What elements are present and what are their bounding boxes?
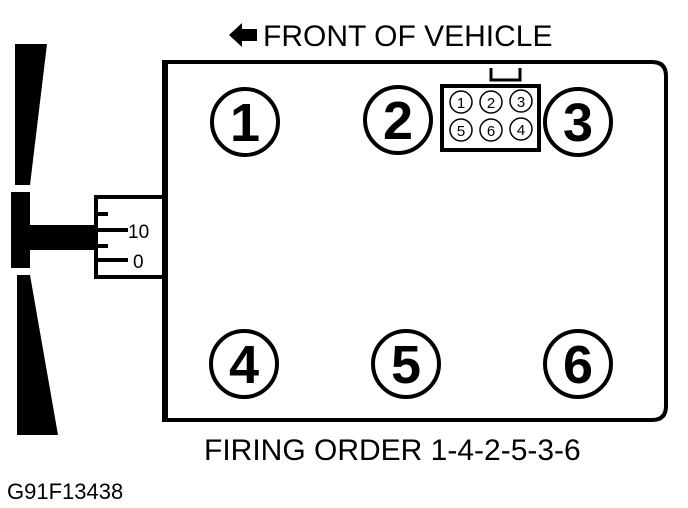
svg-text:5: 5 xyxy=(457,123,465,140)
coil-terminal-1: 1 xyxy=(449,90,473,114)
cylinder-1: 1 xyxy=(210,87,280,157)
fan-blade xyxy=(11,44,100,435)
coil-terminal-6: 6 xyxy=(479,118,503,142)
firing-order-label: FIRING ORDER 1-4-2-5-3-6 xyxy=(204,434,581,467)
svg-text:1: 1 xyxy=(457,95,465,112)
coil-terminal-3: 3 xyxy=(509,89,533,113)
svg-text:3: 3 xyxy=(517,94,525,111)
coil-terminal-5: 5 xyxy=(449,118,473,142)
coil-pack: 1 2 3 5 6 4 xyxy=(440,68,541,152)
svg-text:4: 4 xyxy=(517,122,525,139)
cylinder-3: 3 xyxy=(543,87,613,157)
svg-text:4: 4 xyxy=(229,335,259,395)
cylinder-6: 6 xyxy=(543,329,613,399)
direction-label: FRONT OF VEHICLE xyxy=(263,20,552,53)
svg-text:6: 6 xyxy=(563,335,593,395)
svg-text:6: 6 xyxy=(487,123,495,140)
arrow-left-icon xyxy=(229,23,257,47)
cylinder-5: 5 xyxy=(371,329,441,399)
timing-mark-0: 0 xyxy=(133,252,144,273)
timing-mark-10: 10 xyxy=(128,222,149,243)
svg-text:1: 1 xyxy=(230,93,260,153)
front-of-vehicle-indicator: FRONT OF VEHICLE xyxy=(229,20,552,53)
figure-id: G91F13438 xyxy=(7,479,123,504)
cylinder-2: 2 xyxy=(363,85,433,155)
svg-text:3: 3 xyxy=(563,93,593,153)
timing-scale: 10 0 xyxy=(94,195,166,279)
coil-terminal-4: 4 xyxy=(509,117,533,141)
svg-text:5: 5 xyxy=(391,335,421,395)
cylinder-4: 4 xyxy=(209,329,279,399)
coil-terminal-2: 2 xyxy=(479,90,503,114)
svg-text:2: 2 xyxy=(383,91,413,151)
engine-block-outline xyxy=(162,60,668,422)
svg-text:2: 2 xyxy=(487,95,495,112)
